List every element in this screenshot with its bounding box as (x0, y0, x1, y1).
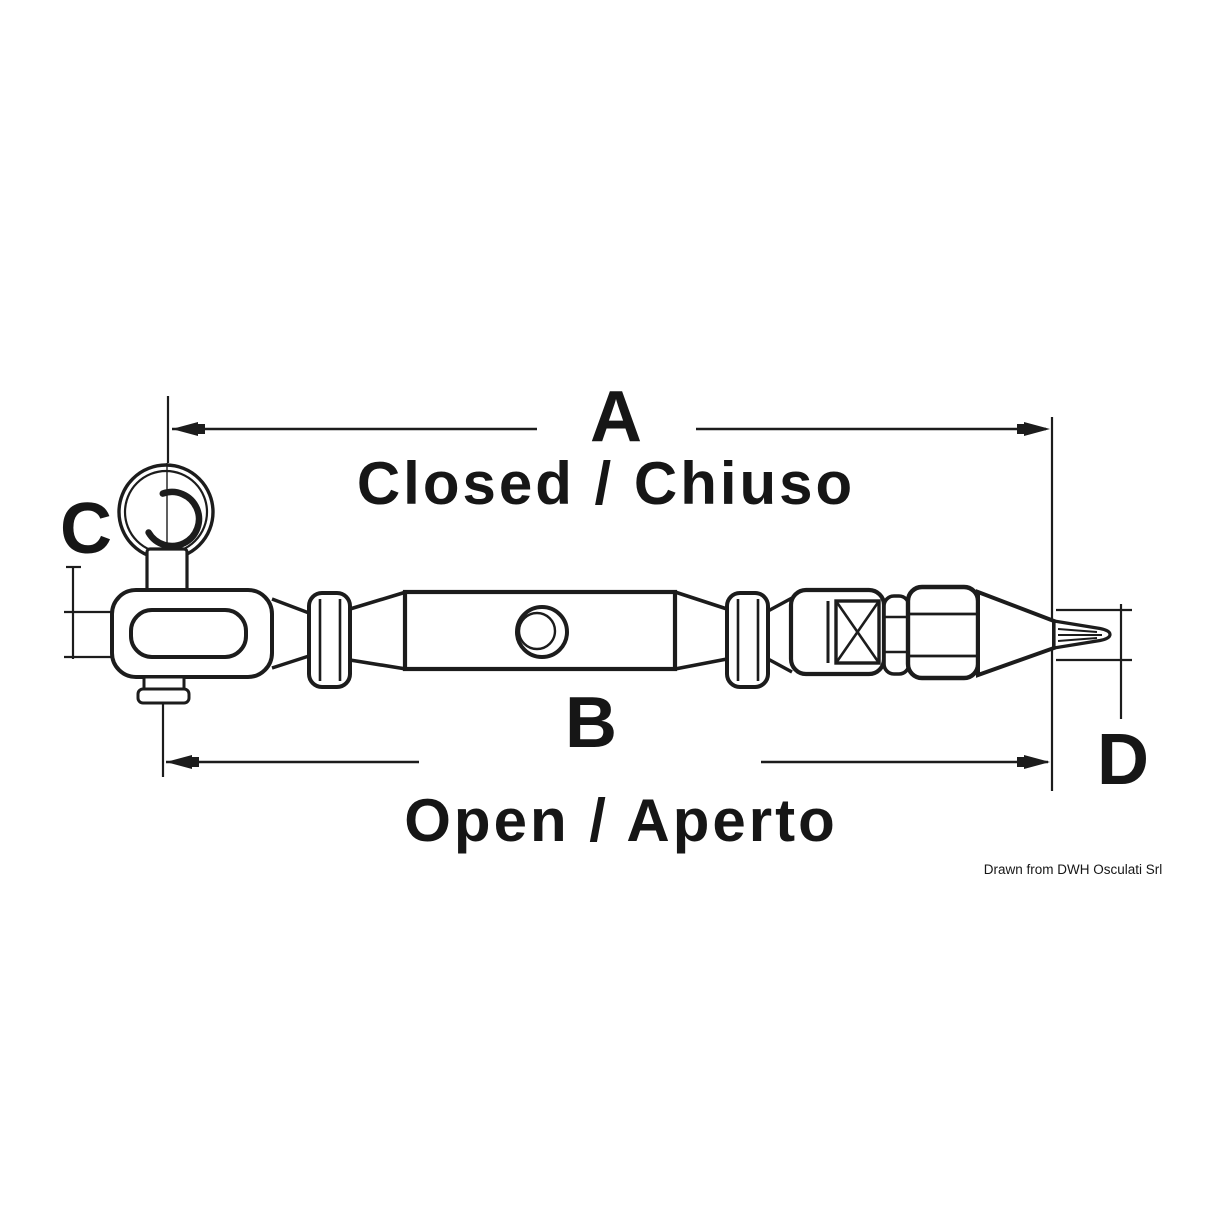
stud-cross-diag-2 (834, 600, 881, 664)
fork-jaw-slot (129, 608, 248, 659)
lock-nut-left (307, 591, 352, 689)
lock-nut-right-outline (725, 591, 770, 689)
barrel-right-cone (674, 590, 728, 671)
dim-a-arrow-right-tail (1017, 424, 1026, 434)
lock-nut-left-outline (307, 591, 352, 689)
terminal-cone (976, 589, 1056, 678)
terminal-nut-outline (905, 584, 981, 681)
closed-chiuso-label: Closed / Chiuso (357, 450, 855, 517)
wire-thread-line-1 (1057, 628, 1098, 633)
stud-taper (767, 596, 793, 674)
dimension-b (166, 755, 1050, 769)
split-ring-spiral (145, 488, 203, 550)
clevis-pin-head (145, 547, 189, 595)
lock-nut-right (725, 591, 770, 689)
dimension-label-a: A (590, 377, 642, 457)
clevis-pin-washer (136, 687, 191, 705)
dim-a-arrow-left (172, 422, 198, 436)
fork-jaw (110, 588, 311, 705)
dimension-label-b: B (565, 683, 617, 763)
dimension-d (1056, 604, 1132, 719)
fork-taper (271, 597, 311, 670)
barrel-hole-outer (515, 605, 569, 659)
terminal-cone-and-wire (976, 589, 1112, 678)
terminal-nut (905, 584, 981, 681)
turnbuckle-body (349, 589, 728, 672)
extension-lines (161, 396, 1054, 791)
dimension-a (172, 422, 1050, 436)
dim-b-arrow-right-tail (1017, 757, 1026, 767)
dim-a-arrow-right (1024, 422, 1050, 436)
dimension-label-d: D (1097, 720, 1149, 800)
dim-b-arrow-right (1024, 755, 1050, 769)
barrel-hole-inner (517, 611, 557, 651)
wire-thread-line-3 (1057, 637, 1098, 642)
split-ring-pin (117, 463, 215, 561)
dimension-label-c: C (60, 489, 112, 569)
credit-text: Drawn from DWH Osculati Srl (984, 862, 1163, 877)
dimension-c (64, 565, 111, 659)
open-aperto-label: Open / Aperto (404, 787, 837, 854)
stud-collar (882, 594, 911, 676)
dim-a-arrow-left-tail (196, 424, 205, 434)
dim-b-arrow-left (166, 755, 192, 769)
barrel-left-cone (349, 590, 407, 671)
swage-stud (767, 587, 911, 677)
dim-b-arrow-left-tail (190, 757, 199, 767)
